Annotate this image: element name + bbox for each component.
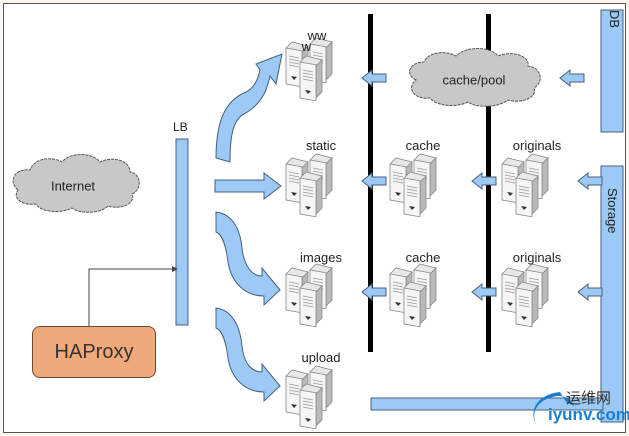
upload-to-storage-pipe [370,397,604,411]
arrow-storage-to-images-originals [577,283,603,301]
www-label-line2: w [301,39,311,54]
arrow-originals-to-cache [471,172,497,190]
arrow-originals-to-images-cache [471,283,497,301]
arrow-cache-to-static [361,172,387,190]
images-server-cluster [286,264,332,327]
images-cache-server-cluster [390,264,436,327]
images-originals-server-cluster [502,264,548,327]
arrow-storage-to-originals [577,172,603,190]
watermark-cn-text: 运维网 [566,389,612,407]
haproxy-box: HAProxy [32,326,156,378]
arrow-lb-to-images [215,211,281,307]
images-originals-label: originals [512,250,562,265]
images-cache-label: cache [405,250,441,265]
watermark-en-text: iyunv.com [548,405,629,424]
haproxy-connector-line [88,268,172,326]
upload-server-cluster [286,366,332,429]
upload-label: upload [301,350,341,365]
storage-label: Storage [605,188,620,234]
internet-label: Internet [50,178,96,194]
static-cache-server-cluster [390,154,436,217]
arrow-lb-to-upload [215,307,281,403]
static-label: static [305,138,337,153]
db-bar [600,9,624,133]
www-label-line1: ww [307,28,327,43]
arrow-lb-to-static [214,171,282,201]
arrow-cache-to-images [361,283,387,301]
cache-pool-label: cache/pool [442,72,506,88]
arrow-db-to-pool [559,69,585,87]
static-cache-label: cache [405,138,441,153]
internet-cloud [12,154,140,213]
haproxy-connector-arrowhead [172,266,178,272]
haproxy-label: HAProxy [54,340,134,363]
www-label: ww w [302,28,327,53]
db-label: DB [607,10,622,29]
static-server-cluster [286,154,332,217]
static-originals-server-cluster [502,154,548,217]
static-originals-label: originals [512,138,562,153]
arrow-lb-to-www [215,53,283,163]
cache-pool-cloud [409,48,541,107]
images-label: images [300,250,342,265]
watermark-logo-icon [533,392,574,424]
lb-label: LB [173,120,188,134]
arrow-pool-to-www [361,69,387,87]
load-balancer-bar [175,138,189,326]
